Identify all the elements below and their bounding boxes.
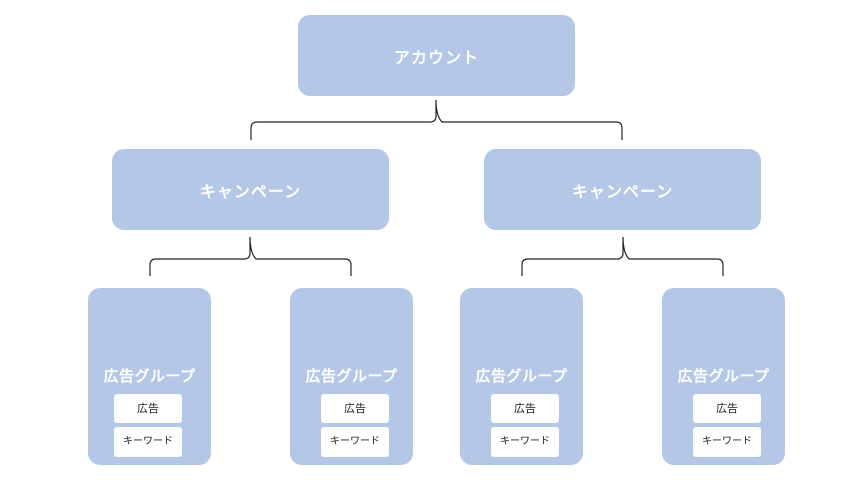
campaign-node-1: キャンペーン xyxy=(112,149,389,230)
keyword-chip: キーワード xyxy=(114,427,182,457)
keyword-chip: キーワード xyxy=(693,427,761,457)
ad-group-node-4: 広告グループ 広告 キーワード xyxy=(662,288,785,465)
campaign-label: キャンペーン xyxy=(199,181,302,201)
brace-account-to-campaigns xyxy=(250,99,623,140)
ad-group-label: 広告グループ xyxy=(305,367,398,385)
ad-group-label: 広告グループ xyxy=(103,367,196,385)
brace-campaign-2-to-adgroups xyxy=(521,236,724,276)
ad-group-node-2: 広告グループ 広告 キーワード xyxy=(290,288,413,465)
campaign-node-2: キャンペーン xyxy=(484,149,761,230)
campaign-label: キャンペーン xyxy=(571,181,674,201)
ad-chip: 広告 xyxy=(321,394,389,423)
keyword-chip: キーワード xyxy=(491,427,559,457)
ad-chip: 広告 xyxy=(114,394,182,423)
account-node: アカウント xyxy=(298,15,575,96)
account-label: アカウント xyxy=(393,47,479,67)
ad-group-label: 広告グループ xyxy=(475,367,568,385)
ad-group-label: 広告グループ xyxy=(677,367,770,385)
ad-chip: 広告 xyxy=(693,394,761,423)
ad-group-node-1: 広告グループ 広告 キーワード xyxy=(88,288,211,465)
keyword-chip: キーワード xyxy=(321,427,389,457)
ad-group-node-3: 広告グループ 広告 キーワード xyxy=(460,288,583,465)
brace-campaign-1-to-adgroups xyxy=(149,236,352,276)
ad-chip: 広告 xyxy=(491,394,559,423)
